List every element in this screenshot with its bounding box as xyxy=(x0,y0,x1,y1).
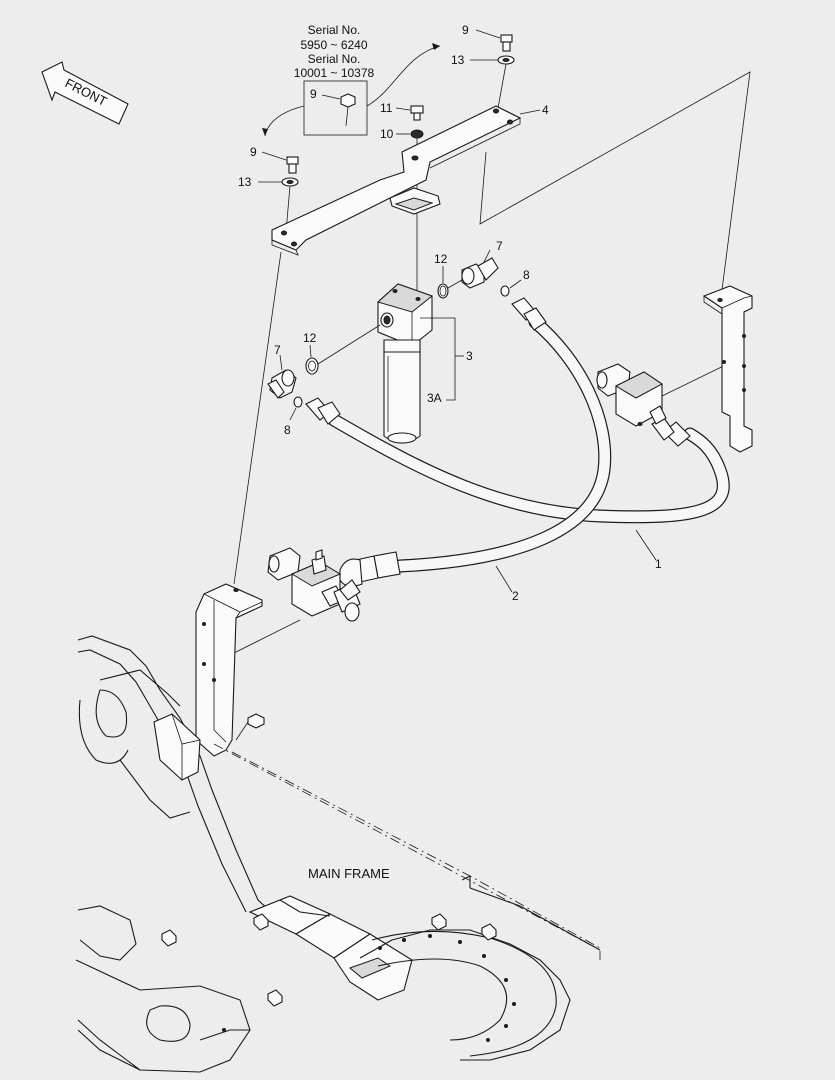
callout-13-top: 13 xyxy=(451,53,465,67)
bolt-11: 11 xyxy=(380,101,424,121)
elbow-7-left: 7 xyxy=(267,343,297,399)
callout-12-top: 12 xyxy=(434,252,448,266)
callout-11: 11 xyxy=(380,101,393,115)
centerline-top xyxy=(447,279,463,289)
serial-label-1: Serial No. xyxy=(308,23,361,37)
bolt-9-top: 9 xyxy=(462,23,513,52)
leader-washer-top xyxy=(497,63,507,109)
serial-label-2: Serial No. xyxy=(308,52,361,66)
callout-3: 3 xyxy=(466,349,473,363)
centerline-left xyxy=(317,324,381,365)
leader-3-bracket xyxy=(420,317,456,401)
reference-line-left xyxy=(233,251,282,585)
mounting-bracket-4 xyxy=(271,105,522,256)
callout-9-top: 9 xyxy=(462,23,469,37)
o-ring-8-left: 8 xyxy=(284,396,303,437)
leader-2 xyxy=(495,565,513,593)
callout-13-left: 13 xyxy=(238,175,252,189)
callout-3a: 3A xyxy=(427,391,442,405)
callout-2: 2 xyxy=(512,589,519,603)
serial-range-2: 10001 ~ 10378 xyxy=(294,66,375,80)
main-frame xyxy=(75,635,601,1073)
serial-range-1: 5950 ~ 6240 xyxy=(300,38,367,52)
serial-detail-box xyxy=(303,80,368,136)
hose-2 xyxy=(393,315,612,573)
valve-right xyxy=(596,363,667,427)
callout-1: 1 xyxy=(655,557,662,571)
callout-9-box: 9 xyxy=(310,87,317,101)
o-ring-12-top: 12 xyxy=(434,252,449,299)
callout-7-top: 7 xyxy=(496,239,503,253)
callout-7-left: 7 xyxy=(274,343,281,357)
leader-4 xyxy=(519,109,541,115)
callout-9-left: 9 xyxy=(250,145,257,159)
callout-10: 10 xyxy=(380,127,394,141)
reference-line-right xyxy=(479,71,751,291)
washer-13-top: 13 xyxy=(451,53,515,67)
line-filter-3 xyxy=(377,283,434,444)
serial-number-block: Serial No. 5950 ~ 6240 Serial No. 10001 … xyxy=(294,23,375,136)
hose-1 xyxy=(327,413,730,524)
callout-8-left: 8 xyxy=(284,423,291,437)
o-ring-8-top: 8 xyxy=(500,268,530,297)
callout-12-left: 12 xyxy=(303,331,317,345)
washer-13-left: 13 xyxy=(238,175,299,189)
callout-4: 4 xyxy=(542,103,549,117)
callout-8-top: 8 xyxy=(523,268,530,282)
frame-bolt xyxy=(235,713,265,741)
serial-arrow-left xyxy=(264,105,305,137)
elbow-7-top: 7 xyxy=(461,239,503,289)
bolt-9-box: 9 xyxy=(310,87,356,127)
valve-left xyxy=(267,547,361,622)
o-ring-12-left: 12 xyxy=(303,331,319,375)
leader-valve-left xyxy=(231,619,301,655)
washer-10: 10 xyxy=(380,127,424,141)
serial-arrow-right xyxy=(366,45,441,107)
bracket-left xyxy=(195,583,263,757)
main-frame-label: MAIN FRAME xyxy=(308,866,390,881)
front-arrow: FRONT xyxy=(41,61,129,125)
leader-1 xyxy=(635,529,657,561)
bolt-9-left: 9 xyxy=(250,145,299,174)
bracket-right xyxy=(702,285,753,453)
